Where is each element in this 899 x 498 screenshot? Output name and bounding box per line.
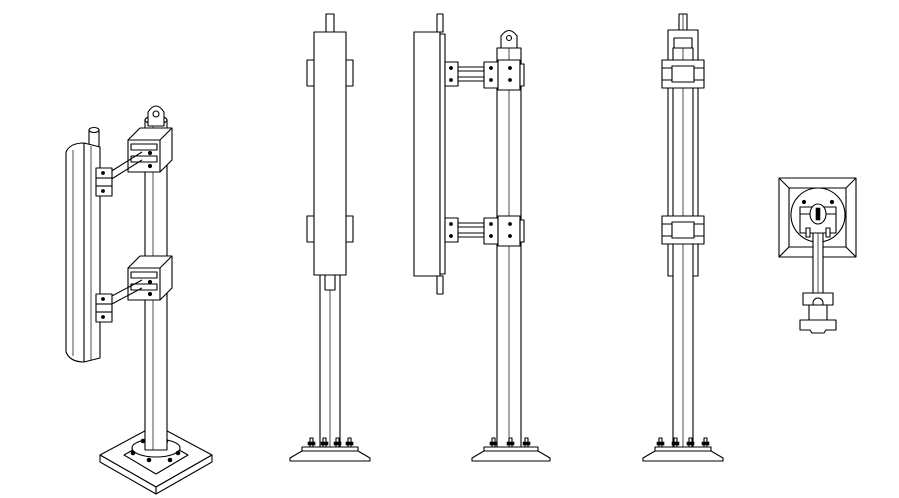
top-antenna-bracket xyxy=(799,292,837,334)
rear-mast xyxy=(672,47,694,449)
rear-lifting-eye xyxy=(673,37,693,49)
rear-anchor-bolts xyxy=(656,437,710,448)
iso-arms xyxy=(109,151,143,306)
side-lifting-eye xyxy=(500,29,518,49)
side-lower-arm-assembly xyxy=(444,215,525,247)
rear-lower-clamp xyxy=(661,215,705,245)
iso-lower-clamp xyxy=(127,255,173,301)
rear-base-plate xyxy=(642,446,724,462)
iso-upper-clamp xyxy=(127,127,173,173)
side-mast xyxy=(496,47,522,449)
rear-view xyxy=(642,13,724,462)
side-antenna-panel xyxy=(413,31,446,277)
front-base-plate xyxy=(289,446,371,462)
rear-upper-clamp xyxy=(661,59,705,89)
front-anchor-bolts xyxy=(307,437,354,448)
side-anchor-bolts xyxy=(489,437,531,448)
front-mast xyxy=(319,274,341,448)
front-view xyxy=(289,13,371,462)
iso-antenna-brackets xyxy=(95,167,113,323)
side-base-plate xyxy=(471,446,551,462)
top-lifting-eye xyxy=(809,203,827,225)
front-top-pipe xyxy=(325,13,335,33)
side-view xyxy=(413,13,551,462)
top-view xyxy=(778,177,857,334)
top-arm xyxy=(812,232,824,296)
side-upper-arm-assembly xyxy=(444,59,525,91)
front-antenna-plug xyxy=(324,274,336,291)
iso-antenna-panel xyxy=(65,142,101,363)
front-antenna-panel xyxy=(313,31,347,276)
iso-base-plate xyxy=(99,424,213,495)
isometric-view xyxy=(65,105,213,495)
iso-lifting-eye xyxy=(147,105,165,127)
